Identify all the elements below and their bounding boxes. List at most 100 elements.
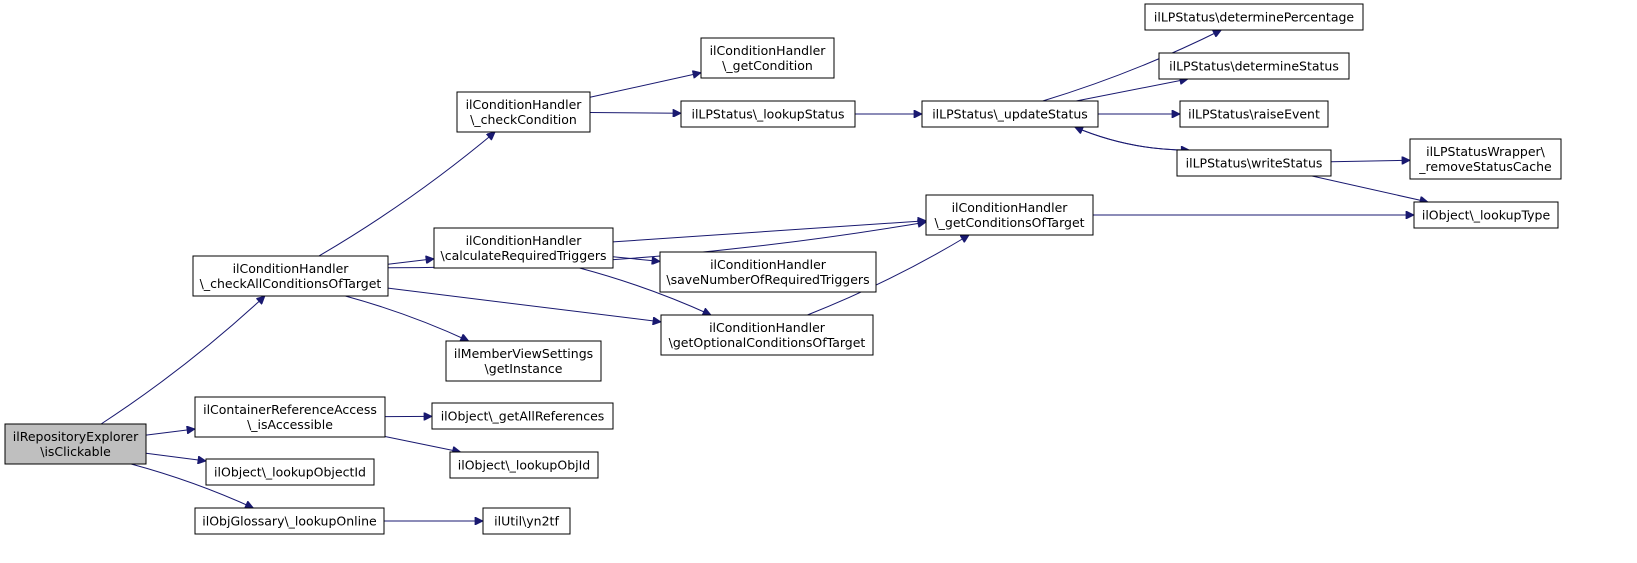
node-box: [192, 255, 389, 297]
node-n22[interactable]: ilObject\_lookupType: [1413, 201, 1559, 229]
edge-n16-to-n20: [1074, 126, 1190, 150]
node-label: ilLPStatus\_lookupStatus: [691, 107, 844, 122]
node-n0[interactable]: ilRepositoryExplorer\isClickable: [4, 423, 147, 465]
edge-n6-to-n13: [612, 256, 660, 262]
edge-n0-to-n1: [100, 296, 265, 425]
node-box: [680, 100, 856, 128]
node-label: ilObject\_lookupObjectId: [214, 465, 366, 480]
node-n6[interactable]: ilConditionHandler\calculateRequiredTrig…: [433, 227, 614, 269]
node-n18[interactable]: ilLPStatus\determineStatus: [1158, 52, 1350, 80]
node-box: [445, 340, 602, 382]
node-label: \calculateRequiredTriggers: [441, 248, 607, 263]
edge-n6-to-n15: [612, 221, 926, 243]
node-label: ilConditionHandler: [710, 257, 827, 272]
edge-n0-to-n2: [145, 429, 195, 436]
node-n14[interactable]: ilConditionHandler\getOptionalConditions…: [660, 314, 874, 356]
node-n13[interactable]: ilConditionHandler\saveNumberOfRequiredT…: [659, 251, 877, 293]
node-box: [456, 91, 591, 133]
node-label: ilConditionHandler: [709, 320, 826, 335]
node-box: [1144, 3, 1364, 31]
node-n19[interactable]: ilLPStatus\raiseEvent: [1179, 100, 1329, 128]
node-n3[interactable]: ilObject\_lookupObjectId: [205, 458, 375, 486]
node-label: ilLPStatus\determineStatus: [1169, 59, 1339, 74]
node-label: ilConditionHandler: [233, 261, 350, 276]
edge-n5-to-n11: [589, 73, 701, 98]
node-box: [659, 251, 877, 293]
node-box: [4, 423, 147, 465]
edge-n5-to-n12: [589, 113, 681, 114]
node-n5[interactable]: ilConditionHandler\_checkCondition: [456, 91, 591, 133]
edge-n20-to-n21: [1330, 160, 1410, 161]
edges-layer: [100, 29, 1428, 521]
node-label: ilConditionHandler: [710, 43, 827, 58]
node-n21[interactable]: ilLPStatusWrapper\_removeStatusCache: [1409, 138, 1562, 180]
edge-n16-to-n18: [1076, 79, 1188, 102]
edge-n0-to-n4: [130, 463, 253, 508]
node-n17[interactable]: ilLPStatus\determinePercentage: [1144, 3, 1364, 31]
node-label: ilObjGlossary\_lookupOnline: [202, 514, 377, 529]
node-box: [194, 396, 386, 438]
node-box: [1409, 138, 1562, 180]
node-box: [433, 227, 614, 269]
node-label: ilLPStatus\writeStatus: [1186, 156, 1323, 171]
edge-n20-to-n22: [1311, 175, 1428, 202]
node-label: ilRepositoryExplorer: [13, 429, 139, 444]
node-label: \saveNumberOfRequiredTriggers: [666, 272, 869, 287]
node-n20[interactable]: ilLPStatus\writeStatus: [1176, 149, 1332, 177]
nodes-layer: ilRepositoryExplorer\isClickable ilCondit…: [4, 3, 1562, 535]
node-label: _removeStatusCache: [1418, 159, 1552, 174]
node-label: \getOptionalConditionsOfTarget: [669, 335, 866, 350]
node-label: ilObject\_lookupObjId: [458, 458, 590, 473]
edge-n1-to-n6: [387, 259, 434, 265]
node-n12[interactable]: ilLPStatus\_lookupStatus: [680, 100, 856, 128]
node-n10[interactable]: ilUtil\yn2tf: [482, 507, 571, 535]
node-label: \getInstance: [485, 361, 563, 376]
node-box: [1158, 52, 1350, 80]
node-label: ilLPStatus\_updateStatus: [932, 107, 1088, 122]
node-box: [205, 458, 375, 486]
edge-n16-to-n17: [1042, 29, 1222, 102]
node-box: [925, 194, 1094, 236]
node-n4[interactable]: ilObjGlossary\_lookupOnline: [194, 507, 385, 535]
node-box: [431, 402, 614, 430]
node-n8[interactable]: ilObject\_getAllReferences: [431, 402, 614, 430]
node-box: [660, 314, 874, 356]
edge-n1-to-n5: [318, 132, 495, 257]
node-label: \_getCondition: [722, 58, 813, 73]
node-label: \_isAccessible: [247, 417, 333, 432]
node-box: [921, 100, 1099, 128]
node-label: ilContainerReferenceAccess: [203, 402, 377, 417]
node-n7[interactable]: ilMemberViewSettings\getInstance: [445, 340, 602, 382]
node-n9[interactable]: ilObject\_lookupObjId: [449, 451, 599, 479]
node-n1[interactable]: ilConditionHandler\_checkAllConditionsOf…: [192, 255, 389, 297]
node-n11[interactable]: ilConditionHandler\_getCondition: [700, 37, 835, 79]
node-label: ilLPStatus\raiseEvent: [1188, 107, 1320, 122]
node-box: [1176, 149, 1332, 177]
node-box: [449, 451, 599, 479]
node-n15[interactable]: ilConditionHandler\_getConditionsOfTarge…: [925, 194, 1094, 236]
node-box: [194, 507, 385, 535]
node-label: \_checkAllConditionsOfTarget: [200, 276, 382, 291]
node-box: [1179, 100, 1329, 128]
node-label: ilLPStatus\determinePercentage: [1154, 10, 1355, 25]
edge-n20-to-n16: [1075, 127, 1190, 151]
node-label: \_checkCondition: [470, 112, 577, 127]
node-label: ilObject\_lookupType: [1422, 208, 1551, 223]
node-label: ilObject\_getAllReferences: [441, 409, 605, 424]
node-label: \_getConditionsOfTarget: [934, 215, 1084, 230]
node-n16[interactable]: ilLPStatus\_updateStatus: [921, 100, 1099, 128]
node-label: ilUtil\yn2tf: [494, 514, 559, 529]
node-box: [482, 507, 571, 535]
edge-n2-to-n9: [384, 436, 461, 453]
node-label: \isClickable: [40, 444, 111, 459]
node-box: [1413, 201, 1559, 229]
node-label: ilLPStatusWrapper\: [1426, 144, 1546, 159]
node-label: ilConditionHandler: [952, 200, 1069, 215]
node-label: ilConditionHandler: [466, 233, 583, 248]
edge-n1-to-n7: [345, 295, 468, 341]
node-n2[interactable]: ilContainerReferenceAccess\_isAccessible: [194, 396, 386, 438]
edge-n14-to-n15: [807, 235, 969, 316]
node-label: ilMemberViewSettings: [454, 346, 593, 361]
edge-n1-to-n14: [387, 287, 661, 322]
